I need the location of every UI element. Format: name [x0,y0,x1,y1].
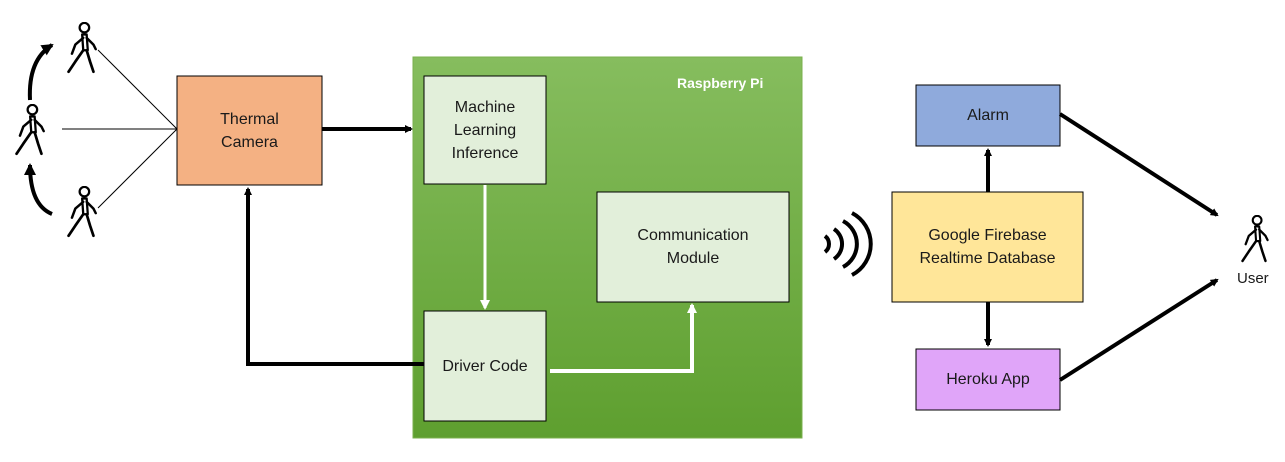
raspberry-pi-title: Raspberry Pi [677,75,764,91]
fov-line [97,128,178,209]
alarm-box [915,84,1061,147]
motion-arrow-down [24,163,53,216]
driver-code-box [423,310,547,422]
ml-inference-box [423,75,547,185]
user-label: User [1237,270,1269,287]
firebase-label: Google Firebase Realtime Database [919,227,1056,267]
arrow-alarm-to-user [1058,112,1219,217]
walking-person-icon [67,22,98,74]
arrow-driver-to-camera [244,187,424,366]
heroku-label: Heroku App [946,371,1030,388]
user-icon [1241,215,1269,263]
thermal-camera-box [176,75,323,186]
arrow-driver-to-communication [550,303,697,373]
driver-code-label: Driver Code [442,357,528,375]
communication-module-box [596,191,790,303]
alarm-label: Alarm [967,107,1009,124]
fov-line [97,49,178,130]
walking-person-icon [67,186,98,238]
thermal-camera-label: Thermal Camera [220,110,279,151]
arrow-heroku-to-user [1058,278,1219,382]
walking-person-icon [15,104,46,156]
communication-module-label: Communication Module [637,227,749,267]
wireless-signal-icon [823,211,873,277]
ml-inference-label: Machine Learning Inference [451,98,519,162]
motion-arrow-up [27,43,54,101]
firebase-box [891,191,1084,303]
